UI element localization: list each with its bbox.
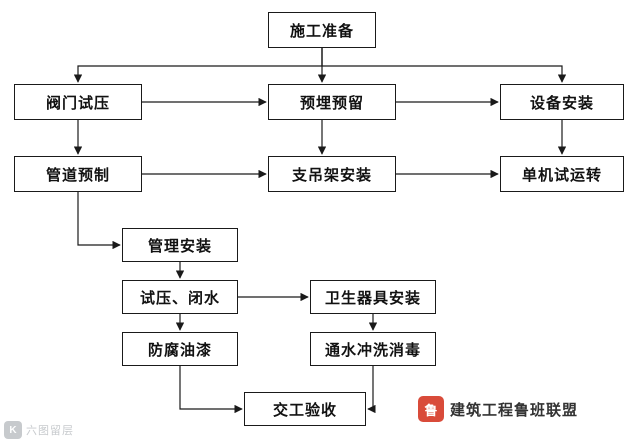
- edge-n12-n13: [367, 366, 376, 414]
- node-guandao-yuzhi[interactable]: 管道预制: [14, 156, 142, 192]
- corner-watermark: K 六图留层: [4, 421, 74, 439]
- node-zhidiaojia-anzhuang[interactable]: 支吊架安装: [268, 156, 396, 192]
- node-shiya-bishui[interactable]: 试压、闭水: [122, 280, 238, 314]
- node-shigong-zhunbei[interactable]: 施工准备: [268, 12, 376, 48]
- brand-logo-icon: 鲁: [418, 396, 444, 422]
- node-shebei-anzhuang[interactable]: 设备安装: [500, 84, 624, 120]
- node-tongshui-chongxi-xiaodu[interactable]: 通水冲洗消毒: [310, 332, 436, 366]
- brand-watermark: 鲁 建筑工程鲁班联盟: [418, 396, 578, 422]
- edge-n11-n13: [179, 366, 243, 414]
- edge-n1-n2: [73, 48, 323, 83]
- edge-n1-n4: [321, 48, 567, 83]
- brand-watermark-text: 建筑工程鲁班联盟: [450, 401, 579, 419]
- corner-watermark-text: 六图留层: [26, 425, 74, 437]
- node-weisheng-qiju-anzhuang[interactable]: 卫生器具安装: [310, 280, 436, 314]
- corner-logo-icon: K: [4, 421, 22, 439]
- edge-n5-n8: [77, 192, 121, 250]
- node-jiaogong-yanshou[interactable]: 交工验收: [244, 392, 366, 426]
- node-fangfu-youqi[interactable]: 防腐油漆: [122, 332, 238, 366]
- node-danji-shiyunzhuan[interactable]: 单机试运转: [500, 156, 624, 192]
- node-guanli-anzhuang[interactable]: 管理安装: [122, 228, 238, 262]
- node-yumai-yuliu[interactable]: 预埋预留: [268, 84, 396, 120]
- node-famen-shiya[interactable]: 阀门试压: [14, 84, 142, 120]
